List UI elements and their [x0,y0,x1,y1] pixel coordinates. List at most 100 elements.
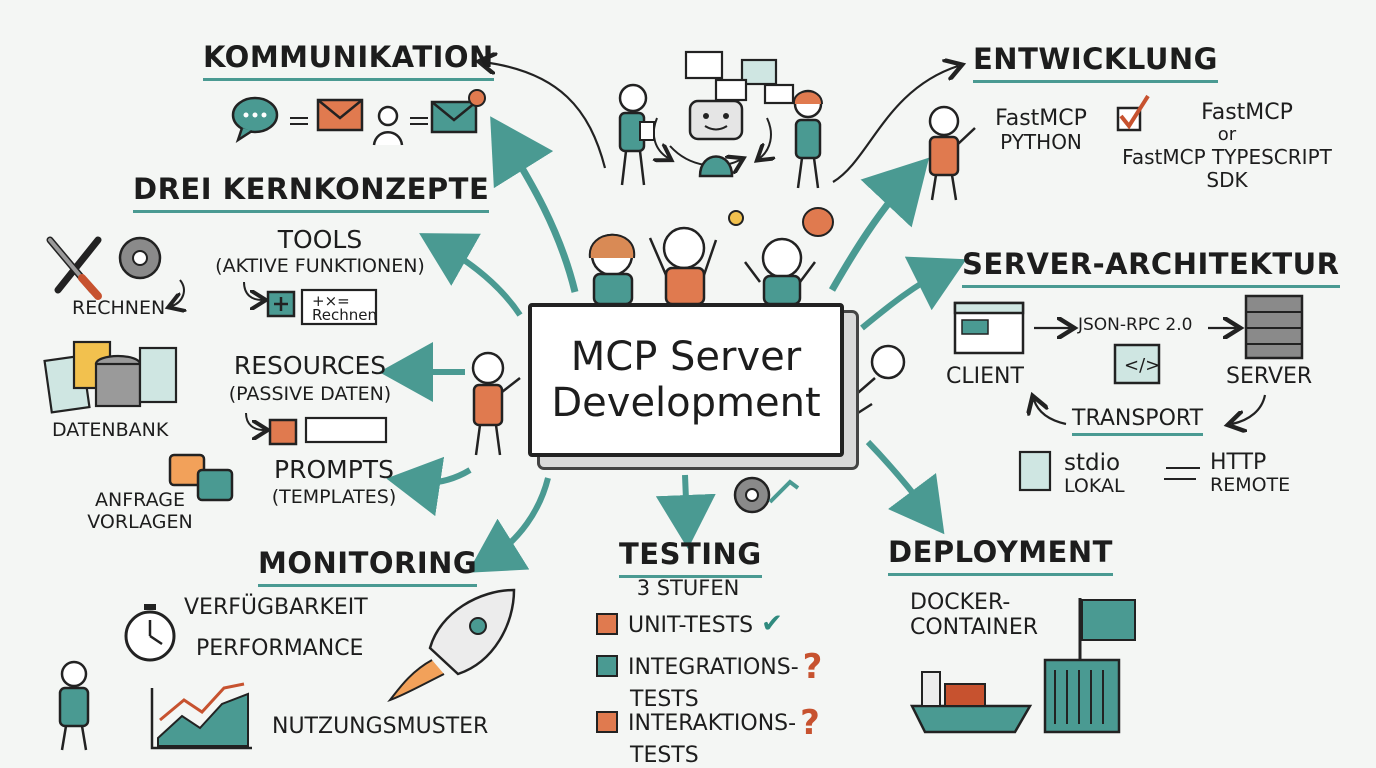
document-edit-icon [1018,450,1052,492]
prompts-label: ANFRAGE VORLAGEN [82,489,198,534]
person-right-icon [792,89,823,189]
heading-kernkonzepte: DREI KERNKONZEPTE [133,172,490,213]
fastmcp-sdk: SDK [1206,167,1248,192]
client-label: CLIENT [946,364,1024,389]
heading-kommunikation: KOMMUNIKATION [203,40,494,81]
chat-bubble-icon [231,96,279,143]
database-icon [43,340,178,414]
arrow-kommunikation [483,62,607,169]
robot-icon [688,99,744,178]
resource-box [304,416,388,444]
prompts-label-line2: VORLAGEN [87,510,193,533]
peeking-person-icon [849,344,906,420]
stopwatch-icon [124,604,176,662]
arrow-tools [419,233,523,317]
center-people-icon [588,207,834,306]
deployment-docker: DOCKER- CONTAINER [910,590,1038,641]
arrow-monitoring [467,477,551,573]
developer-person-icon [928,105,976,201]
wrench-icon [46,236,102,300]
resources-label: DATENBANK [52,419,169,441]
gear-icon [118,236,162,280]
rechnen-box [300,288,378,326]
question-mark-icon-2: ? [800,703,820,743]
test-unit-label: UNIT-TESTS [628,613,754,638]
monitoring-performance: PERFORMANCE [196,636,364,661]
prompts-subtitle: (TEMPLATES) [271,486,397,508]
tools-title: TOOLS [277,225,363,254]
person-left-icon [618,83,655,186]
deployment-line2: CONTAINER [910,615,1039,641]
fastmcp-python-name: FastMCP [995,106,1087,131]
checkbox-checked-icon [1116,94,1150,132]
checkbox-unit-icon [596,613,618,635]
server-icon [1244,294,1304,360]
resources-subtitle: (PASSIVE DATEN) [228,383,392,405]
arrow-deployment [865,439,945,535]
crane-flag-icon [1043,598,1136,734]
http-label: HTTP REMOTE [1210,450,1290,497]
speech-bubbles-icon [684,50,795,105]
tools-box-symbols: +×= [312,292,350,310]
question-bubbles-icon [168,453,234,502]
monitor-person-icon [58,660,90,751]
tools-box-label: Rechnen [312,306,377,324]
test-interaction-label: INTERAKTIONS- [628,711,797,736]
arrow-entwicklung-teal [828,157,930,292]
checkbox-interaction-icon [596,711,618,733]
checkmark-icon: ✔ [761,609,783,639]
center-title-line1: MCP Server [570,334,802,380]
tools-label: RECHNEN [72,297,166,319]
prompts-label-line1: ANFRAGE [95,489,185,511]
fastmcp-typescript: FastMCP or FastMCP TYPESCRIPT SDK [1112,100,1342,192]
fastmcp-python: FastMCP PYTHON [985,106,1097,154]
rocket-icon [387,588,516,703]
arrow-kernkonzepte [490,116,579,293]
heading-architektur: SERVER-ARCHITEKTUR [962,247,1340,288]
stdio-label: stdio LOKAL [1064,450,1125,498]
code-icon [1113,343,1161,385]
monitoring-verfuegbarkeit: VERFÜGBARKEIT [184,595,368,620]
plus-box-icon [266,290,296,318]
question-mark-icon: ? [802,647,823,687]
fastmcp-python-lang: PYTHON [1000,130,1082,155]
arrow-testing [655,474,716,549]
server-label: SERVER [1226,364,1313,389]
center-title-box: MCP Server Development [528,303,844,457]
test-integration: INTEGRATIONS-? TESTS [596,647,823,713]
heading-deployment: DEPLOYMENT [888,535,1113,576]
monitoring-nutzungsmuster: NUTZUNGSMUSTER [272,714,489,739]
testing-subtitle: 3 STUFEN [636,576,740,600]
http-name: HTTP [1210,450,1267,475]
test-unit: UNIT-TESTS ✔ [596,609,783,640]
fastmcp-option-2: FastMCP TYPESCRIPT [1122,144,1332,169]
heading-testing: TESTING [619,537,762,578]
arrow-architektur [860,256,967,331]
center-title-line2: Development [551,380,821,426]
prompts-title: PROMPTS [274,455,394,484]
ship-icon [909,671,1033,734]
fastmcp-or: or [1217,124,1237,146]
heading-monitoring: MONITORING [258,546,478,587]
stdio-name: stdio [1064,450,1121,476]
thinking-person-icon [471,351,521,456]
http-sub: REMOTE [1210,474,1291,497]
test-integration-label-2: TESTS [630,687,699,713]
envelope-notification-icon [430,89,486,134]
protocol-label: JSON-RPC 2.0 [1078,315,1193,335]
transport-label: TRANSPORT [1072,406,1204,437]
arrow-prompts [386,456,472,517]
test-interaction: INTERAKTIONS-? TESTS [596,703,820,768]
test-integration-label: INTEGRATIONS- [628,655,799,680]
deployment-line1: DOCKER- [910,590,1011,615]
heading-entwicklung: ENTWICKLUNG [973,42,1218,83]
envelope-icon [316,98,364,132]
resources-title: RESOURCES [233,351,387,380]
fastmcp-option-1: FastMCP [1201,100,1293,125]
checkbox-integration-icon [596,655,618,677]
gears-icon [733,476,800,514]
code-symbol: </> [1124,355,1161,376]
question-box-icon [268,418,298,446]
line-chart-icon [150,682,252,750]
